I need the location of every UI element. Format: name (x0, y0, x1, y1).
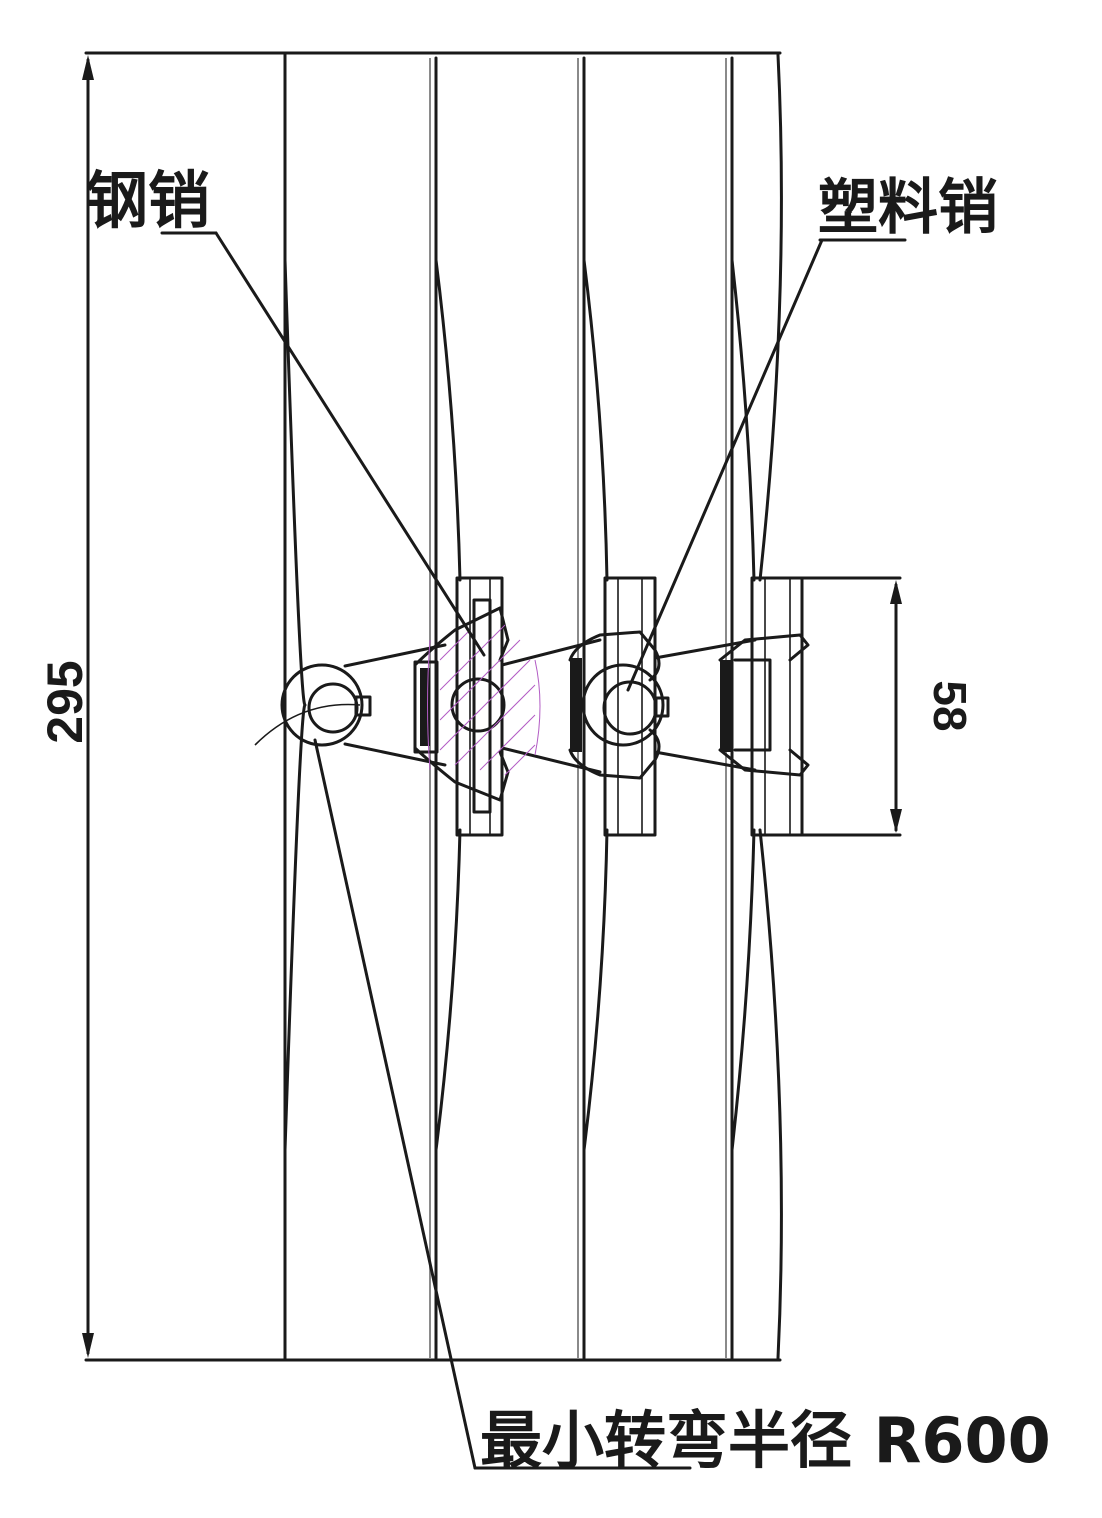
pitch-dimension: 58 (790, 576, 976, 837)
hinge-link-4 (718, 576, 810, 837)
module-rows (283, 53, 783, 1360)
plastic-pin-label: 塑料销 (818, 173, 998, 243)
pin-hatching (427, 624, 541, 776)
hinge-link-3-plastic-pin (568, 576, 757, 837)
steel-pin-label: 钢销 (86, 164, 210, 237)
width-dimension-text: 295 (37, 660, 93, 743)
belt-outline (84, 51, 782, 1362)
min-turn-radius-label: 最小转弯半径 R600 (480, 1404, 1051, 1477)
pitch-dimension-text: 58 (924, 680, 976, 731)
leader-lines (160, 231, 907, 1470)
width-dimension: 295 (37, 55, 94, 1358)
